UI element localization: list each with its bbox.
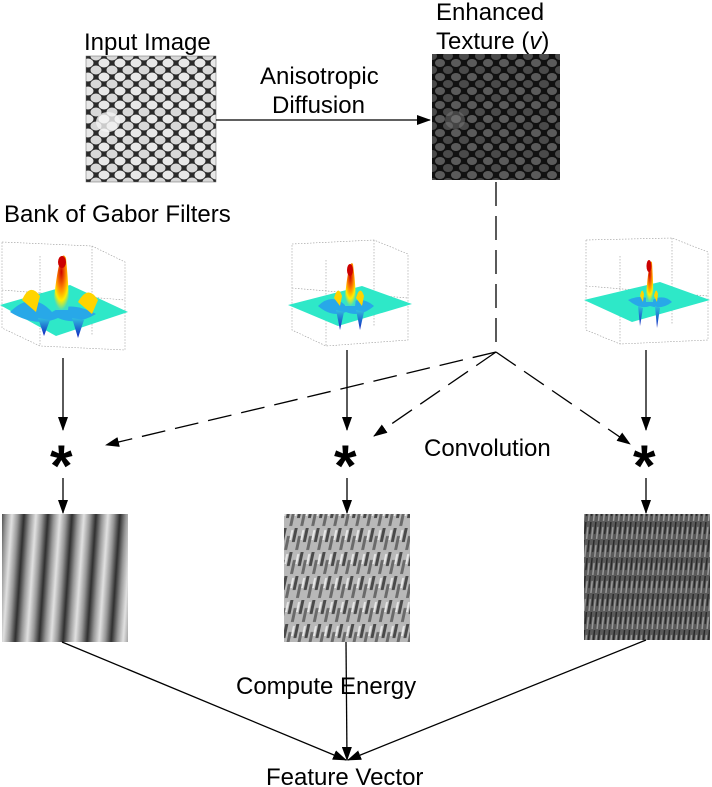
diffusion-label: Diffusion bbox=[272, 92, 365, 119]
enhanced-label: Enhanced bbox=[436, 0, 545, 26]
dashed-arrow-left bbox=[105, 351, 497, 447]
texture-label: Texture (v) bbox=[436, 29, 549, 55]
dashed-arrow-middle bbox=[373, 351, 497, 437]
feature-vector-label: Feature Vector bbox=[266, 764, 424, 787]
texture-label-prefix: Texture ( bbox=[436, 28, 530, 55]
gabor-bank-label: Bank of Gabor Filters bbox=[4, 201, 231, 228]
gabor-filter-1 bbox=[0, 241, 128, 351]
gabor-filter-3 bbox=[584, 237, 710, 345]
texture-label-suffix: ) bbox=[541, 28, 550, 55]
response-image-2 bbox=[284, 514, 410, 642]
response-image-3 bbox=[584, 514, 710, 640]
texture-variable: v bbox=[529, 28, 542, 55]
energy-arrow-left bbox=[61, 641, 347, 761]
input-image-label: Input Image bbox=[84, 29, 211, 56]
enhanced-texture-image bbox=[432, 54, 560, 180]
energy-arrow-right bbox=[347, 639, 647, 761]
convolution-label: Convolution bbox=[424, 435, 551, 462]
convolution-symbol-1: * bbox=[50, 434, 73, 499]
response-image-1 bbox=[2, 514, 128, 642]
dashed-arrow-right bbox=[495, 351, 631, 445]
input-image bbox=[85, 55, 217, 183]
gabor-filter-2 bbox=[288, 239, 412, 347]
energy-arrow-middle bbox=[341, 641, 352, 761]
anisotropic-label: Anisotropic bbox=[260, 63, 379, 90]
convolution-symbol-2: * bbox=[334, 434, 357, 499]
convolution-symbol-3: * bbox=[633, 434, 656, 499]
compute-energy-label: Compute Energy bbox=[236, 673, 417, 700]
